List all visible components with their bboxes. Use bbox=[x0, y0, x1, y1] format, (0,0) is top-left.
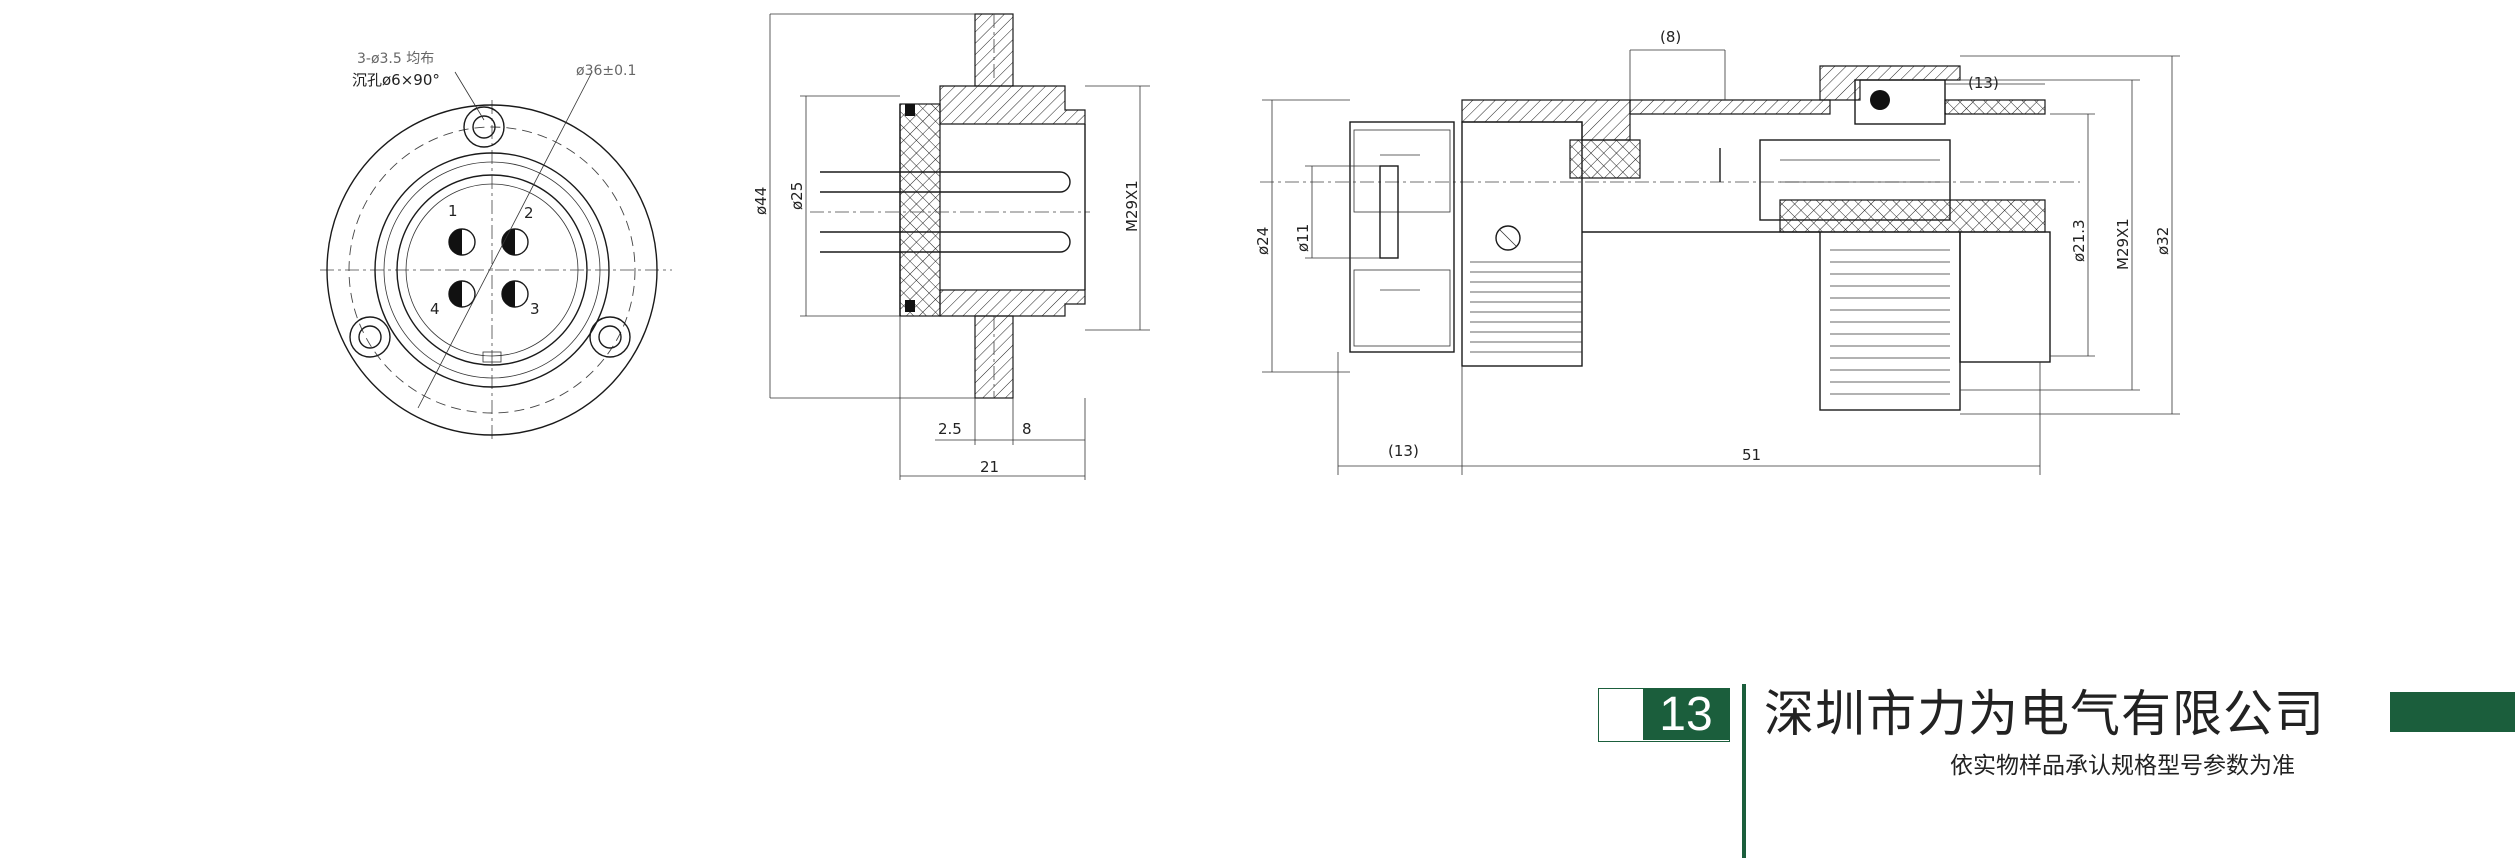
dim-2-5: 2.5 bbox=[938, 420, 962, 438]
pin-label-1: 1 bbox=[448, 202, 458, 220]
dim-d11: ø11 bbox=[1294, 224, 1312, 252]
pin-label-4: 4 bbox=[430, 300, 440, 318]
mounting-hole-right bbox=[589, 316, 631, 358]
knurl-left bbox=[1470, 261, 1582, 353]
page-number: 13 bbox=[1643, 689, 1729, 741]
page-footer: 13 深圳市力为电气有限公司 依实物样品承认规格型号参数为准 bbox=[1598, 684, 2515, 858]
side-section-view: ø44 ø25 M29X1 2.5 8 21 bbox=[752, 13, 1150, 480]
plug-assembly-view: (8) (13) ø24 ø11 ø21.3 M29X1 ø32 (13) 51 bbox=[1254, 28, 2180, 475]
dim-13-top: (13) bbox=[1968, 74, 1999, 92]
dim-51: 51 bbox=[1742, 446, 1761, 464]
dim-21: 21 bbox=[980, 458, 999, 476]
dim-8-top: (8) bbox=[1660, 28, 1681, 46]
footer-divider bbox=[1742, 684, 1746, 858]
dim-d25: ø25 bbox=[788, 182, 806, 210]
dim-d44: ø44 bbox=[752, 187, 770, 215]
dim-thread-plug: M29X1 bbox=[2114, 218, 2132, 270]
front-view: 1 2 3 4 3-ø3.5 均布 沉孔ø6×90° ø36±0.1 bbox=[320, 51, 672, 440]
dim-thread: M29X1 bbox=[1123, 180, 1141, 232]
dim-d21-3: ø21.3 bbox=[2070, 219, 2088, 262]
hole-note-line1: 3-ø3.5 均布 bbox=[357, 51, 434, 67]
accent-bar bbox=[2390, 692, 2515, 732]
diameter-note: ø36±0.1 bbox=[576, 63, 636, 79]
company-name: 深圳市力为电气有限公司 bbox=[1764, 685, 2325, 743]
knurl-right bbox=[1830, 249, 1950, 395]
dim-d32: ø32 bbox=[2154, 227, 2172, 255]
dim-8: 8 bbox=[1022, 420, 1032, 438]
dim-d24: ø24 bbox=[1254, 227, 1272, 255]
pin-label-3: 3 bbox=[530, 300, 540, 318]
hole-note-line2: 沉孔ø6×90° bbox=[352, 71, 440, 89]
mounting-hole-top bbox=[463, 106, 505, 148]
contact-pins bbox=[448, 228, 529, 308]
pin-label-2: 2 bbox=[524, 204, 534, 222]
page-number-box: 13 bbox=[1598, 688, 1730, 742]
mounting-hole-left bbox=[349, 316, 391, 358]
dim-13-bottom: (13) bbox=[1388, 442, 1419, 460]
footer-subtitle: 依实物样品承认规格型号参数为准 bbox=[1950, 753, 2295, 779]
